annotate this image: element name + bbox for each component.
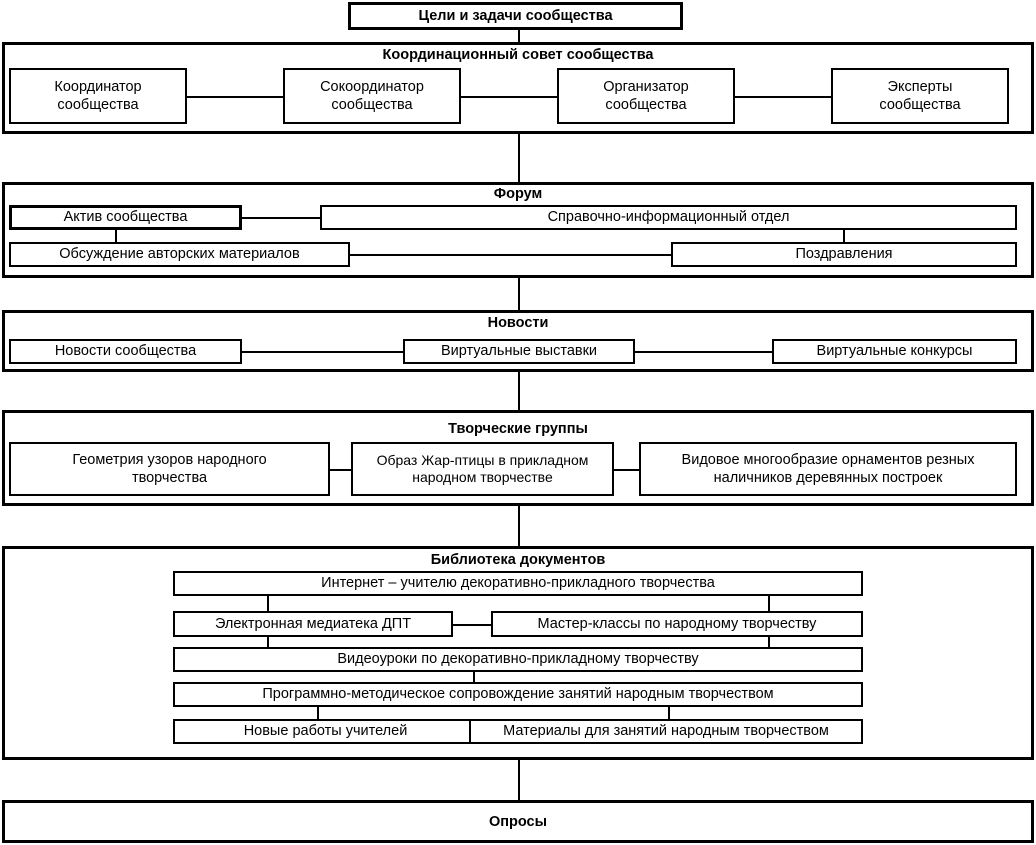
- connector-council-to-forum: [518, 134, 520, 182]
- connector-activists-to-discussion: [115, 230, 117, 242]
- node-discussion-of-author-materials: Обсуждение авторских материалов: [9, 242, 350, 267]
- node-ornament-diversity: Видовое многообразие орнаментов резных н…: [639, 442, 1017, 496]
- connector-videolessons-to-program-support: [473, 672, 475, 682]
- node-goals-and-tasks: Цели и задачи сообщества: [348, 2, 683, 30]
- connector-organizer-to-experts: [735, 96, 831, 98]
- section-news-title: Новости: [487, 315, 549, 331]
- connector-coordinator-to-cocoordinator: [187, 96, 283, 98]
- node-internet-for-teacher: Интернет – учителю декоративно-прикладно…: [173, 571, 863, 596]
- node-new-teacher-works: Новые работы учителей: [173, 719, 478, 744]
- section-surveys: [2, 800, 1034, 843]
- node-greetings: Поздравления: [671, 242, 1017, 267]
- connector-creative-groups-to-library: [518, 506, 520, 546]
- node-virtual-exhibitions: Виртуальные выставки: [403, 339, 635, 364]
- section-surveys-title: Опросы: [488, 814, 548, 830]
- connector-library-to-surveys: [518, 760, 520, 800]
- node-masterclasses: Мастер-классы по народному творчеству: [491, 611, 863, 637]
- node-community-activists: Актив сообщества: [9, 205, 242, 230]
- node-info-department: Справочно-информационный отдел: [320, 205, 1017, 230]
- connector-mediateka-to-videolessons: [267, 637, 269, 647]
- connector-news-to-creative-groups: [518, 372, 520, 410]
- connector-discussion-to-greetings: [350, 254, 671, 256]
- connector-program-support-to-materials: [668, 707, 670, 719]
- section-council-title: Координационный совет сообщества: [382, 47, 654, 63]
- connector-program-support-to-new-works: [317, 707, 319, 719]
- node-label: Цели и задачи сообщества: [418, 8, 613, 24]
- connector-mediateka-to-masterclasses: [453, 624, 491, 626]
- connector-forum-to-news: [518, 278, 520, 310]
- connector-internet-to-masterclasses: [768, 596, 770, 611]
- node-geometry-of-folk-patterns: Геометрия узоров народного творчества: [9, 442, 330, 496]
- connector-cocoordinator-to-organizer: [461, 96, 557, 98]
- connector-activists-to-info-dept: [242, 217, 320, 219]
- node-program-methodical-support: Программно-методическое сопровождение за…: [173, 682, 863, 707]
- node-organizer: Организатор сообщества: [557, 68, 735, 124]
- connector-geometry-to-firebird: [330, 469, 351, 471]
- node-virtual-contests: Виртуальные конкурсы: [772, 339, 1017, 364]
- connector-masterclasses-to-videolessons: [768, 637, 770, 647]
- node-community-news: Новости сообщества: [9, 339, 242, 364]
- connector-firebird-to-ornaments: [614, 469, 639, 471]
- section-creative-groups-title: Творческие группы: [448, 421, 588, 437]
- section-forum-title: Форум: [493, 186, 543, 202]
- node-firebird-image: Образ Жар-птицы в прикладном народном тв…: [351, 442, 614, 496]
- section-library-title: Библиотека документов: [430, 552, 606, 568]
- connector-internet-to-mediateka: [267, 596, 269, 611]
- node-coordinator: Координатор сообщества: [9, 68, 187, 124]
- node-electronic-mediateka: Электронная медиатека ДПТ: [173, 611, 453, 637]
- connector-info-dept-to-greetings: [843, 230, 845, 242]
- connector-exhibitions-to-contests: [635, 351, 772, 353]
- node-materials-for-lessons: Материалы для занятий народным творчеств…: [469, 719, 863, 744]
- connector-news-to-exhibitions: [242, 351, 403, 353]
- connector-title-to-council: [518, 30, 520, 42]
- node-cocoordinator: Сокоординатор сообщества: [283, 68, 461, 124]
- node-video-lessons: Видеоуроки по декоративно-прикладному тв…: [173, 647, 863, 672]
- node-experts: Эксперты сообщества: [831, 68, 1009, 124]
